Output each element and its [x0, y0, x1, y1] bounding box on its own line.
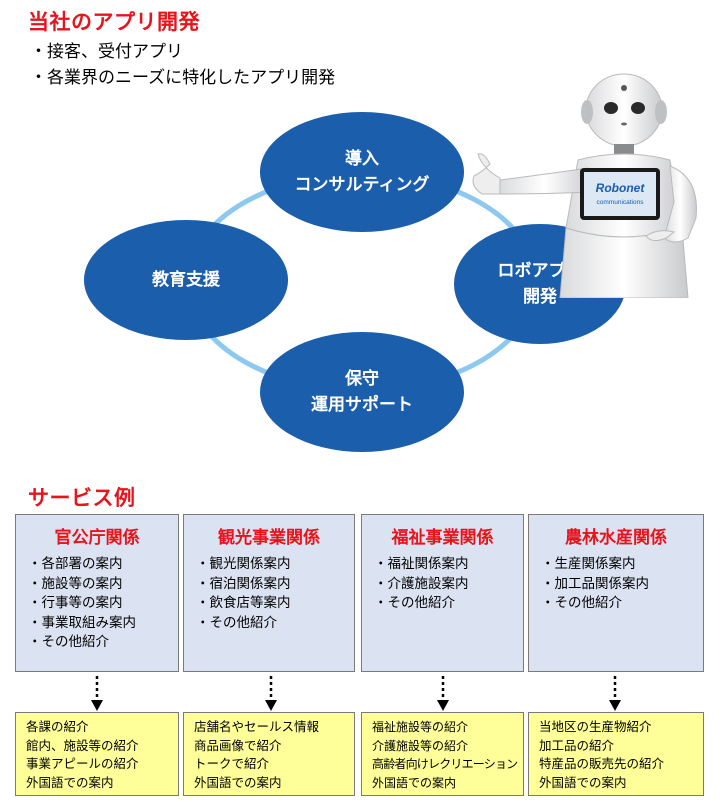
service-item: 事業取組み案内 [28, 614, 137, 634]
service-item: 介護施設案内 [374, 575, 469, 595]
service-item-list: 生産関係案内 加工品関係案内 その他紹介 [541, 555, 650, 614]
service-item: 福祉関係案内 [374, 555, 469, 575]
example-item: 店舗名やセールス情報 [194, 719, 320, 734]
example-item: 福祉施設等の紹介 [372, 720, 469, 734]
example-item: 特産品の販売先の紹介 [539, 756, 665, 771]
example-item: 各課の紹介 [26, 719, 89, 734]
service-item: 飲食店等案内 [196, 594, 291, 614]
service-box-agriculture: 農林水産関係 生産関係案内 加工品関係案内 その他紹介 [528, 514, 704, 672]
tablet-logo: Robonet [596, 181, 646, 195]
service-box-tourism: 観光事業関係 観光関係案内 宿泊関係案内 飲食店等案内 その他紹介 [183, 514, 355, 672]
service-item: その他紹介 [28, 633, 136, 653]
example-item: 高齢者向けレクリエーション [372, 757, 518, 771]
example-item: 館内、施設等の紹介 [26, 737, 139, 753]
example-item: 外国語での案内 [539, 774, 627, 790]
service-heading: 観光事業関係 [218, 528, 320, 548]
tablet-sub: communications [597, 199, 645, 206]
example-list: 福祉施設等の紹介 介護施設等の紹介 高齢者向けレクリエーション 外国語での案内 [372, 718, 518, 792]
service-heading: 官公庁関係 [54, 528, 140, 548]
example-item: 外国語での案内 [372, 775, 457, 790]
service-item: 施設等の案内 [28, 575, 136, 595]
service-item: その他紹介 [196, 614, 291, 634]
services-title: サービス例 [28, 486, 136, 510]
example-item: 事業アピールの紹介 [26, 756, 139, 771]
service-item: 各部署の案内 [28, 555, 136, 575]
example-box-government: 各課の紹介 館内、施設等の紹介 事業アピールの紹介 外国語での案内 [15, 712, 179, 796]
service-item: 加工品関係案内 [541, 575, 650, 595]
down-arrow-icon [437, 676, 449, 711]
example-box-agriculture: 当地区の生産物紹介 加工品の紹介 特産品の販売先の紹介 外国語での案内 [528, 712, 704, 796]
service-item: その他紹介 [374, 594, 469, 614]
service-box-government: 官公庁関係 各部署の案内 施設等の案内 行事等の案内 事業取組み案内 その他紹介 [15, 514, 179, 672]
service-item: その他紹介 [541, 594, 649, 614]
example-item: 外国語での案内 [194, 774, 282, 790]
example-box-tourism: 店舗名やセールス情報 商品画像で紹介 トークで紹介 外国語での案内 [183, 712, 355, 796]
page-title: 当社のアプリ開発 [28, 10, 200, 34]
example-list: 店舗名やセールス情報 商品画像で紹介 トークで紹介 外国語での案内 [194, 718, 319, 792]
down-arrow-icon [265, 676, 277, 711]
service-heading: 福祉事業関係 [391, 528, 494, 548]
example-item: 当地区の生産物紹介 [539, 719, 652, 734]
example-item: 商品画像で紹介 [194, 737, 282, 753]
node-maintenance-label: 保守運用サポート [311, 369, 413, 415]
example-box-welfare: 福祉施設等の紹介 介護施設等の紹介 高齢者向けレクリエーション 外国語での案内 [361, 712, 524, 796]
down-arrow-icon [609, 676, 621, 711]
service-item: 生産関係案内 [541, 555, 649, 575]
service-heading: 農林水産関係 [565, 528, 667, 548]
node-education-label: 教育支援 [152, 270, 220, 290]
node-consulting-label: 導入コンサルティング [294, 149, 430, 195]
pepper-robot-image: Robonet communications [472, 73, 697, 298]
service-item-list: 福祉関係案内 介護施設案内 その他紹介 [374, 555, 469, 614]
down-arrow-icon [91, 676, 103, 711]
example-list: 当地区の生産物紹介 加工品の紹介 特産品の販売先の紹介 外国語での案内 [539, 718, 664, 792]
example-list: 各課の紹介 館内、施設等の紹介 事業アピールの紹介 外国語での案内 [26, 718, 139, 792]
example-item: 加工品の紹介 [539, 737, 615, 753]
intro-line-1: ・接客、受付アプリ [30, 42, 183, 62]
node-robo-app-label: ロボアプリ開発 [497, 261, 583, 307]
example-item: トークで紹介 [194, 756, 270, 771]
service-item: 宿泊関係案内 [196, 575, 291, 595]
ellipse-maintenance [260, 332, 464, 452]
service-item: 観光関係案内 [196, 555, 291, 575]
example-item: 介護施設等の紹介 [372, 738, 469, 753]
service-box-welfare: 福祉事業関係 福祉関係案内 介護施設案内 その他紹介 [361, 514, 524, 672]
example-item: 外国語での案内 [26, 774, 114, 790]
ellipse-education [84, 220, 288, 340]
service-item: 行事等の案内 [28, 594, 136, 614]
intro-line-2: ・各業界のニーズに特化したアプリ開発 [30, 68, 336, 88]
service-item-list: 観光関係案内 宿泊関係案内 飲食店等案内 その他紹介 [196, 555, 291, 633]
service-item-list: 各部署の案内 施設等の案内 行事等の案内 事業取組み案内 その他紹介 [28, 555, 137, 653]
ellipse-consulting [260, 112, 464, 232]
